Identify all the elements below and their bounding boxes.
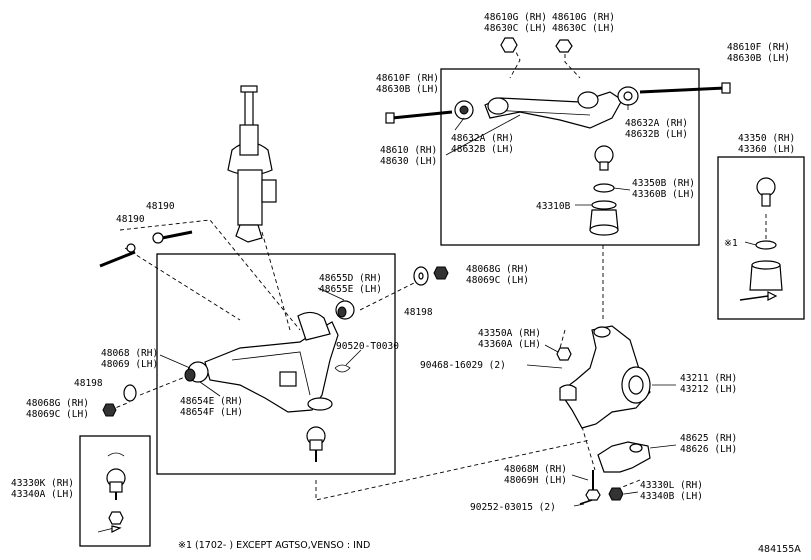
label-43212: 43212 (LH) (680, 384, 737, 395)
label-48069H: 48069H (LH) (504, 475, 567, 486)
label-43350A: 43350A (RH) (478, 328, 541, 339)
nut-48068M[interactable] (585, 470, 601, 501)
label-48632A-r: 48632A (RH) (625, 118, 688, 129)
label-48630B-l: 48630B (LH) (376, 84, 439, 95)
label-48610F-r: 48610F (RH) (727, 42, 790, 53)
label-48198-l: 48198 (74, 378, 103, 389)
label-48068G-t: 48068G (RH) (466, 264, 529, 275)
label-43360B: 43360B (LH) (632, 189, 695, 200)
label-48630: 48630 (LH) (380, 156, 437, 167)
bolt-48190-lower[interactable] (99, 243, 136, 268)
nut-43350A[interactable] (556, 347, 572, 361)
guide-line (559, 329, 566, 349)
label-90252: 90252-03015 (2) (470, 502, 556, 513)
diagram-id: 484155A (758, 544, 801, 555)
label-43340B: 43340B (LH) (640, 491, 703, 502)
snap-ring-43350B[interactable] (593, 183, 615, 193)
label-43360A: 43360A (LH) (478, 339, 541, 350)
label-48068M: 48068M (RH) (504, 464, 567, 475)
nut-43330L[interactable] (608, 487, 624, 501)
bolt-48190-upper[interactable] (152, 230, 193, 244)
label-48654E: 48654E (RH) (180, 396, 243, 407)
label-48610G: 48610G (RH) (484, 12, 547, 23)
guide-line (119, 219, 301, 331)
label-48630B-r: 48630B (LH) (727, 53, 790, 64)
label-48198-t: 48198 (404, 307, 433, 318)
guide-line (124, 247, 241, 321)
leader-lines (159, 104, 757, 507)
label-43350: 43350 (RH) (738, 133, 795, 144)
upper-arm-nut-right[interactable] (555, 39, 573, 53)
lower-arm-box (156, 253, 396, 475)
label-48630C: 48630C (LH) (484, 23, 547, 34)
label-48655E: 48655E (LH) (319, 284, 382, 295)
ball-joint-kit-43350[interactable] (739, 177, 783, 301)
nut-48068G-left[interactable] (102, 403, 117, 417)
footnote: ※1 (1702- ) EXCEPT AGTSO,VENSO : IND (178, 540, 370, 551)
bolt-90252[interactable] (579, 499, 593, 505)
upper-arm-nut-left[interactable] (500, 37, 518, 53)
part-labels: 48610G (RH) 48630C (LH) 48610G (RH) 4863… (11, 12, 795, 513)
label-48632B-l: 48632B (LH) (451, 144, 514, 155)
guide-line (261, 231, 291, 331)
guide-line (619, 479, 641, 489)
upper-arm-bolt-right[interactable] (639, 82, 731, 94)
label-90468: 90468-16029 (2) (420, 360, 506, 371)
guide-line (315, 439, 591, 501)
label-48610: 48610 (RH) (380, 145, 437, 156)
upper-arm-bushing-right[interactable] (617, 86, 639, 106)
label-48632A-l: 48632A (RH) (451, 133, 514, 144)
washer-48198-top[interactable] (413, 266, 429, 286)
label-48625: 48625 (RH) (680, 433, 737, 444)
ball-joint-kit-box (717, 156, 805, 320)
label-43330L: 43330L (RH) (640, 480, 703, 491)
washer-48198-left[interactable] (123, 384, 137, 402)
lower-arm-bushing-48655D[interactable] (335, 300, 355, 320)
label-48610G-b: 48610G (RH) (552, 12, 615, 23)
label-90520: 90520-T0030 (336, 341, 399, 352)
lower-ball-joint[interactable] (306, 426, 326, 462)
label-48610F-l: 48610F (RH) (376, 73, 439, 84)
lower-ball-joint-kit-box (79, 435, 151, 547)
label-note-ref: ※1 (724, 238, 738, 249)
label-48069C-t: 48069C (LH) (466, 275, 529, 286)
label-48654F: 48654F (LH) (180, 407, 243, 418)
label-48069C-l: 48069C (LH) (26, 409, 89, 420)
upper-arm-bolt-left[interactable] (385, 110, 453, 124)
steering-knuckle[interactable] (559, 325, 651, 429)
nut-48068G-top[interactable] (433, 266, 449, 280)
label-48190-b: 48190 (116, 214, 145, 225)
label-48630C-b: 48630C (LH) (552, 23, 615, 34)
label-48632B-r: 48632B (LH) (625, 129, 688, 140)
label-43350B: 43350B (RH) (632, 178, 695, 189)
label-48068G-l: 48068G (RH) (26, 398, 89, 409)
guide-line (139, 374, 191, 396)
upper-control-arm[interactable] (484, 91, 623, 129)
lower-arm-bushing-48654E[interactable] (184, 361, 209, 383)
clip-90520[interactable] (334, 364, 351, 373)
upper-arm-box (440, 68, 700, 246)
upper-ball-joint[interactable] (594, 145, 614, 171)
label-48190-a: 48190 (146, 201, 175, 212)
lower-control-arm[interactable] (204, 311, 339, 413)
ball-joint-kit-43330K[interactable] (97, 452, 126, 533)
label-43310B: 43310B (536, 201, 571, 212)
label-43340A: 43340A (LH) (11, 489, 74, 500)
label-48068: 48068 (RH) (101, 348, 158, 359)
label-48655D: 48655D (RH) (319, 273, 382, 284)
boot-43310B[interactable] (589, 200, 619, 236)
label-43360: 43360 (LH) (738, 144, 795, 155)
label-43211: 43211 (RH) (680, 373, 737, 384)
strut-assembly[interactable] (227, 85, 277, 243)
upper-arm-bushing-left[interactable] (454, 100, 474, 120)
label-48626: 48626 (LH) (680, 444, 737, 455)
steering-arm-48625[interactable] (597, 441, 651, 473)
label-48069: 48069 (LH) (101, 359, 158, 370)
label-43330K: 43330K (RH) (11, 478, 74, 489)
